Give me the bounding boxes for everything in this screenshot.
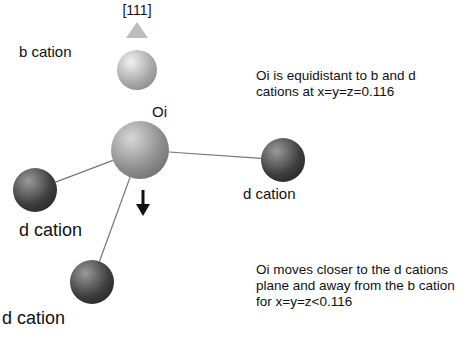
axis-label: [111] bbox=[122, 2, 151, 18]
cation-sphere: d cation bbox=[70, 260, 114, 304]
motion-arrow bbox=[142, 190, 145, 206]
atom-label: b cation bbox=[19, 43, 72, 60]
cation-sphere: d cation bbox=[261, 138, 305, 182]
atom-label: d cation bbox=[2, 308, 65, 329]
axis-arrowhead bbox=[126, 22, 148, 38]
atom-label: d cation bbox=[19, 220, 82, 241]
cation-sphere: b cation bbox=[117, 50, 157, 90]
oxygen-sphere: Oi bbox=[111, 121, 169, 179]
bond-line bbox=[100, 177, 131, 261]
atom-label: Oi bbox=[152, 103, 167, 120]
bond-line bbox=[56, 160, 113, 182]
bond-line bbox=[169, 152, 261, 158]
cation-sphere: d cation bbox=[13, 168, 57, 212]
atom-label: d cation bbox=[243, 185, 296, 202]
note-text: Oi moves closer to the d cations plane a… bbox=[256, 262, 461, 310]
motion-arrowhead bbox=[136, 204, 150, 216]
note-text: Oi is equidistant to b and d cations at … bbox=[256, 68, 461, 100]
